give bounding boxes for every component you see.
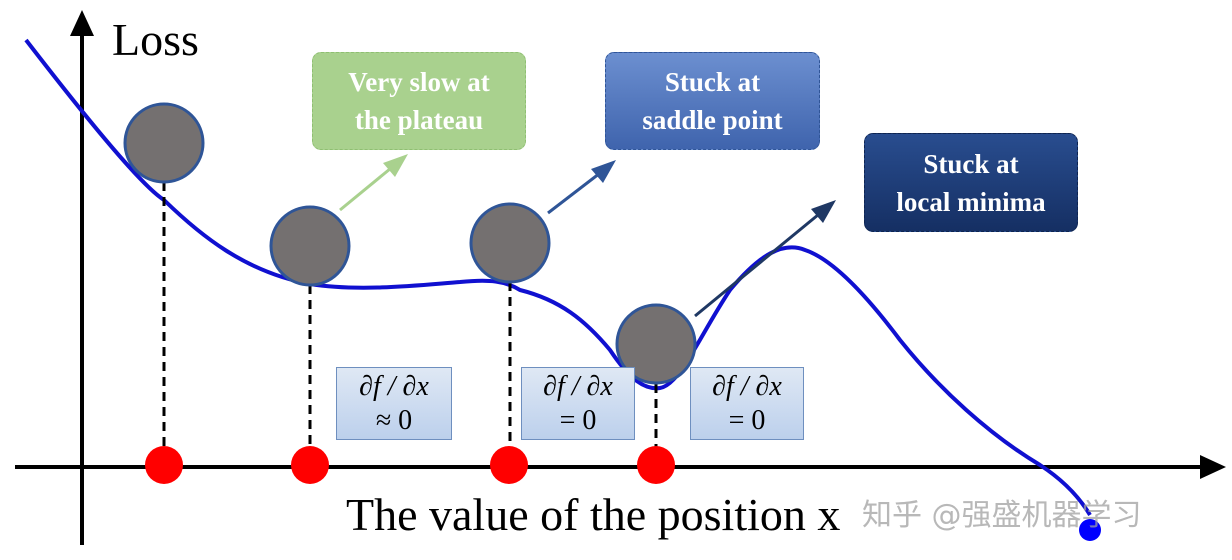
derivative-plateau: ∂f / ∂x ≈ 0 bbox=[336, 367, 452, 440]
ball-local-min bbox=[615, 303, 697, 385]
arrow-saddle bbox=[547, 168, 605, 215]
callout-plateau-line1: Very slow at bbox=[348, 67, 490, 97]
callout-saddle-line2: saddle point bbox=[642, 105, 783, 135]
position-dot-start bbox=[145, 446, 183, 484]
derivative-plateau-expr: ∂f / ∂x bbox=[359, 370, 429, 402]
y-axis-arrowhead bbox=[70, 10, 94, 36]
derivative-saddle-expr: ∂f / ∂x bbox=[543, 370, 613, 402]
arrow-local-min-head bbox=[811, 200, 836, 223]
x-axis-label: The value of the position x bbox=[346, 489, 840, 540]
derivative-local-min: ∂f / ∂x = 0 bbox=[690, 367, 804, 440]
callout-local-min-line2: local minima bbox=[896, 186, 1046, 217]
watermark: 知乎 @强盛机器学习 bbox=[862, 498, 1142, 533]
arrow-saddle-head bbox=[591, 160, 616, 183]
x-axis-arrowhead bbox=[1200, 455, 1226, 479]
y-axis-label: Loss bbox=[112, 14, 199, 65]
position-dot-local-min bbox=[637, 446, 675, 484]
curve-end-dot bbox=[1079, 519, 1101, 541]
arrow-local-min bbox=[694, 208, 825, 318]
derivative-plateau-value: ≈ 0 bbox=[375, 404, 413, 436]
position-dot-saddle bbox=[490, 446, 528, 484]
callout-saddle: Stuck at saddle point bbox=[605, 52, 820, 150]
derivative-saddle: ∂f / ∂x = 0 bbox=[521, 367, 635, 440]
ball-saddle bbox=[469, 202, 551, 284]
position-dot-plateau bbox=[291, 446, 329, 484]
ball-plateau bbox=[269, 205, 351, 287]
callout-local-min-line1: Stuck at bbox=[923, 148, 1019, 179]
derivative-local-min-value: = 0 bbox=[728, 404, 766, 436]
callout-plateau-line2: the plateau bbox=[354, 105, 484, 135]
callout-local-min: Stuck at local minima bbox=[864, 133, 1078, 232]
callout-plateau: Very slow at the plateau bbox=[312, 52, 526, 150]
ball-start bbox=[123, 102, 205, 184]
callout-saddle-line1: Stuck at bbox=[664, 67, 761, 97]
arrow-plateau-head bbox=[383, 154, 408, 177]
derivative-local-min-expr: ∂f / ∂x bbox=[712, 370, 782, 402]
arrow-plateau bbox=[339, 162, 397, 212]
derivative-saddle-value: = 0 bbox=[559, 404, 597, 436]
